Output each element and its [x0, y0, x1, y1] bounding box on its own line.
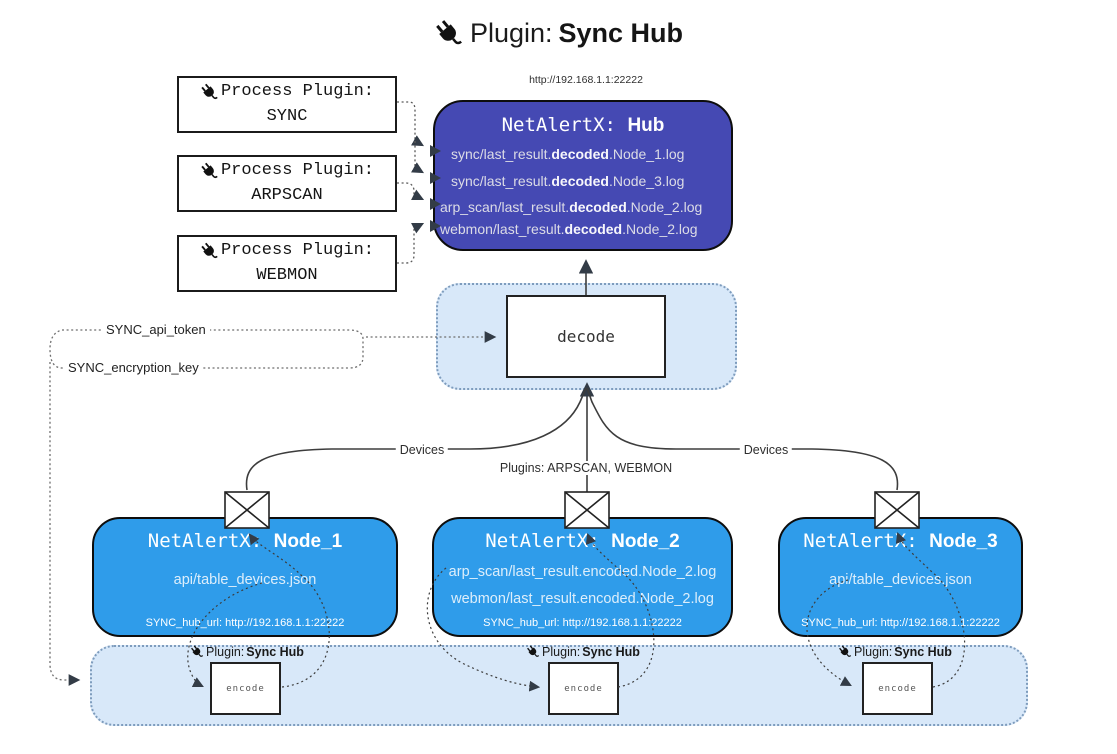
node-line: webmon/last_result.encoded.Node_2.log [451, 591, 714, 607]
hub-log-line: arp_scan/last_result.decoded.Node_2.log [440, 199, 703, 215]
devices-label-left: Devices [395, 443, 449, 457]
plugins-edge-label: Plugins: ARPSCAN, WEBMON [495, 461, 677, 475]
encode-plugin-label: Plugin: Sync Hub [190, 645, 304, 659]
process-plugin-box-webmon: Process Plugin: WEBMON [177, 235, 397, 292]
hub-log-line: webmon/last_result.decoded.Node_2.log [440, 221, 698, 237]
page-title: Plugin: Sync Hub [0, 18, 1117, 49]
node-line: api/table_devices.json [829, 572, 972, 588]
process-plugin-box-sync: Process Plugin: SYNC [177, 76, 397, 133]
process-plugin-name: ARPSCAN [251, 185, 323, 205]
devices-label-right: Devices [739, 443, 793, 457]
plug-icon [199, 82, 219, 102]
encode-box: encode [548, 662, 619, 715]
node-footer: SYNC_hub_url: http://192.168.1.1:22222 [145, 617, 345, 629]
encode-box: encode [210, 662, 281, 715]
encode-plugin-label: Plugin: Sync Hub [838, 645, 952, 659]
hub-url-label: http://192.168.1.1:22222 [525, 74, 647, 86]
node-footer: SYNC_hub_url: http://192.168.1.1:22222 [483, 617, 682, 629]
encode-box: encode [862, 662, 933, 715]
node-line: api/table_devices.json [173, 572, 317, 588]
process-to-hub-connectors [397, 101, 425, 264]
process-plugin-box-arpscan: Process Plugin: ARPSCAN [177, 155, 397, 212]
node-footer: SYNC_hub_url: http://192.168.1.1:22222 [801, 617, 1000, 629]
decode-label: decode [557, 327, 615, 346]
process-plugin-label: Process Plugin: [220, 160, 375, 180]
hub-title-mono: NetAlertX: [501, 114, 628, 136]
node-box-node3: NetAlertX: Node_3 api/table_devices.json… [778, 517, 1023, 637]
plug-icon [433, 18, 464, 49]
hub-title-bold: Hub [627, 115, 665, 136]
process-plugin-label: Process Plugin: [220, 81, 375, 101]
node-box-node1: NetAlertX: Node_1 api/table_devices.json… [92, 517, 398, 637]
hub-title: NetAlertX: Hub [435, 114, 731, 137]
process-plugin-name: WEBMON [256, 265, 318, 285]
process-plugin-label: Process Plugin: [220, 240, 375, 260]
node-title: NetAlertX: Node_2 [485, 530, 680, 552]
sync-api-token-label: SYNC_api_token [102, 322, 210, 337]
node-line: arp_scan/last_result.encoded.Node_2.log [448, 564, 717, 580]
plug-icon [526, 645, 541, 659]
page-title-bold: Sync Hub [558, 18, 684, 48]
plug-icon [838, 645, 853, 659]
node-title: NetAlertX: Node_3 [803, 530, 998, 552]
plug-icon [199, 161, 219, 181]
decode-box: decode [506, 295, 666, 378]
node-box-node2: NetAlertX: Node_2 arp_scan/last_result.e… [432, 517, 733, 637]
page-title-prefix: Plugin: [469, 18, 553, 48]
process-plugin-name: SYNC [266, 106, 308, 126]
plug-icon [190, 645, 205, 659]
hub-log-line: sync/last_result.decoded.Node_1.log [451, 146, 685, 162]
hub-box: NetAlertX: Hub sync/last_result.decoded.… [433, 100, 733, 251]
sync-encryption-key-label: SYNC_encryption_key [64, 360, 203, 375]
encode-plugin-label: Plugin: Sync Hub [526, 645, 640, 659]
node-title: NetAlertX: Node_1 [147, 530, 343, 552]
plug-icon [199, 241, 219, 261]
hub-log-line: sync/last_result.decoded.Node_3.log [451, 173, 685, 189]
